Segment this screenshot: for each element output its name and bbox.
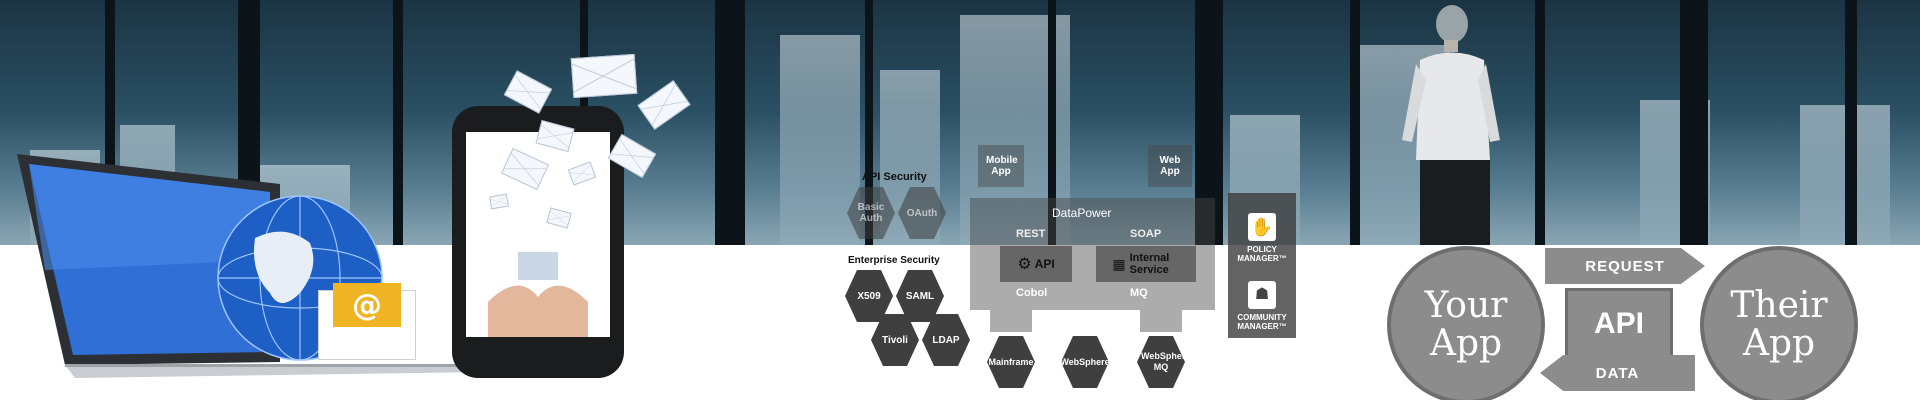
soap-label: SOAP [1130, 228, 1162, 240]
cobol-label: Cobol [1016, 287, 1048, 299]
internal-service-box: ▦ Internal Service [1096, 246, 1196, 282]
mobile-app-box: Mobile App [978, 145, 1024, 187]
window-frame [865, 0, 873, 245]
window-frame [1680, 0, 1708, 245]
api-security-oauth: OAuth [898, 187, 946, 239]
manager-panel: ✋ POLICY MANAGER™ ☗ COMMUNITY MANAGER™ [1228, 193, 1296, 338]
window-frame [1195, 0, 1223, 245]
your-app-circle: Your App [1387, 246, 1545, 400]
datapower-title: DataPower [1052, 206, 1112, 220]
window-frame [1535, 0, 1545, 245]
laptop-illustration [17, 154, 485, 378]
window-frame [715, 0, 745, 245]
api-security-basic-auth: Basic Auth [847, 187, 895, 239]
data-arrow: DATA [1540, 355, 1695, 391]
window-frame [1048, 0, 1056, 245]
email-envelope: @ [318, 283, 416, 360]
gear-icon: ⚙ [1017, 256, 1032, 273]
datapower-gateway-block: DataPower REST SOAP ⚙ API ▦ Internal Ser… [970, 198, 1215, 310]
their-app-circle: Their App [1700, 246, 1858, 400]
email-at-badge: @ [333, 283, 401, 327]
api-service-box: ⚙ API [1000, 246, 1072, 282]
skyline-building [780, 35, 860, 245]
community-manager-icon: ☗ [1248, 281, 1276, 309]
envelope-icon [570, 53, 638, 99]
connector [1140, 310, 1182, 332]
policy-manager-label: POLICY MANAGER™ [1237, 245, 1287, 263]
web-app-box: Web App [1148, 145, 1192, 187]
community-manager-label: COMMUNITY MANAGER™ [1237, 313, 1287, 331]
policy-manager-icon: ✋ [1248, 213, 1276, 241]
mq-label: MQ [1130, 287, 1148, 299]
at-sign-icon: @ [352, 287, 382, 323]
businesswoman-figure [1402, 5, 1500, 245]
window-frame [1845, 0, 1857, 245]
window-frame [393, 0, 403, 245]
connector [990, 310, 1032, 332]
request-arrow: REQUEST [1545, 248, 1705, 284]
window-frame [1350, 0, 1360, 245]
api-security-title: API Security [862, 171, 927, 183]
rest-label: REST [1016, 228, 1046, 240]
enterprise-security-title: Enterprise Security [848, 255, 940, 266]
window-frame [105, 0, 115, 245]
server-icon: ▦ [1112, 255, 1126, 272]
api-box: API [1565, 288, 1673, 360]
